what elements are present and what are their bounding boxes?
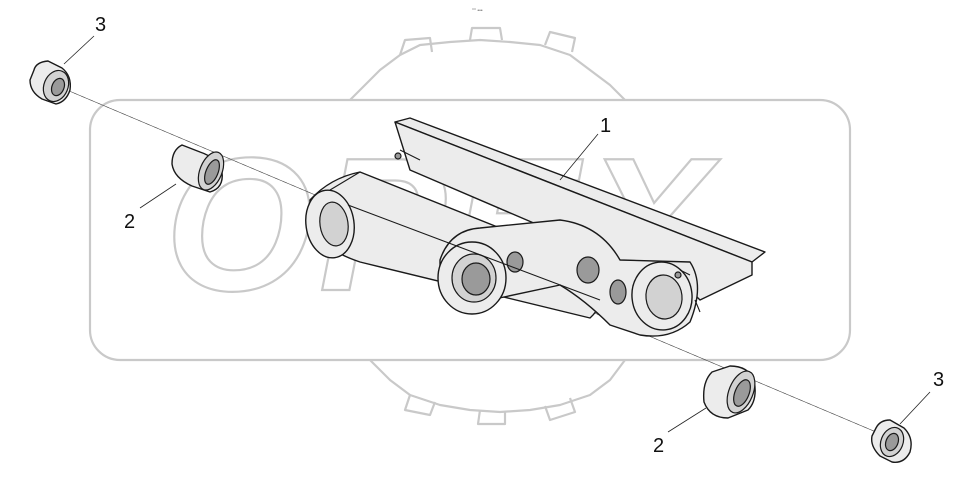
leader-3-left bbox=[63, 35, 95, 65]
callout-3-left: 3 bbox=[95, 14, 106, 36]
watermark-gear-outline bbox=[349, 38, 626, 414]
callout-1: 1 bbox=[600, 115, 611, 137]
part-3-cap-right bbox=[870, 419, 912, 463]
callout-3-right: 3 bbox=[933, 369, 944, 391]
header-text: °° ••• bbox=[472, 8, 483, 14]
part-2-bushing-right bbox=[702, 365, 756, 419]
part-3-cap-left bbox=[29, 60, 72, 105]
part-2-bushing-left bbox=[171, 144, 225, 193]
leader-2-left bbox=[139, 183, 177, 209]
callout-2-left: 2 bbox=[124, 211, 135, 233]
leader-1 bbox=[559, 133, 599, 181]
part-1-bracket bbox=[305, 117, 766, 337]
watermark-gear-teeth bbox=[398, 26, 577, 426]
leader-lines bbox=[63, 35, 931, 433]
leader-3-right bbox=[899, 391, 931, 425]
leader-2-right bbox=[667, 407, 707, 433]
callout-2-right: 2 bbox=[653, 435, 664, 457]
watermark-plate bbox=[88, 98, 852, 362]
